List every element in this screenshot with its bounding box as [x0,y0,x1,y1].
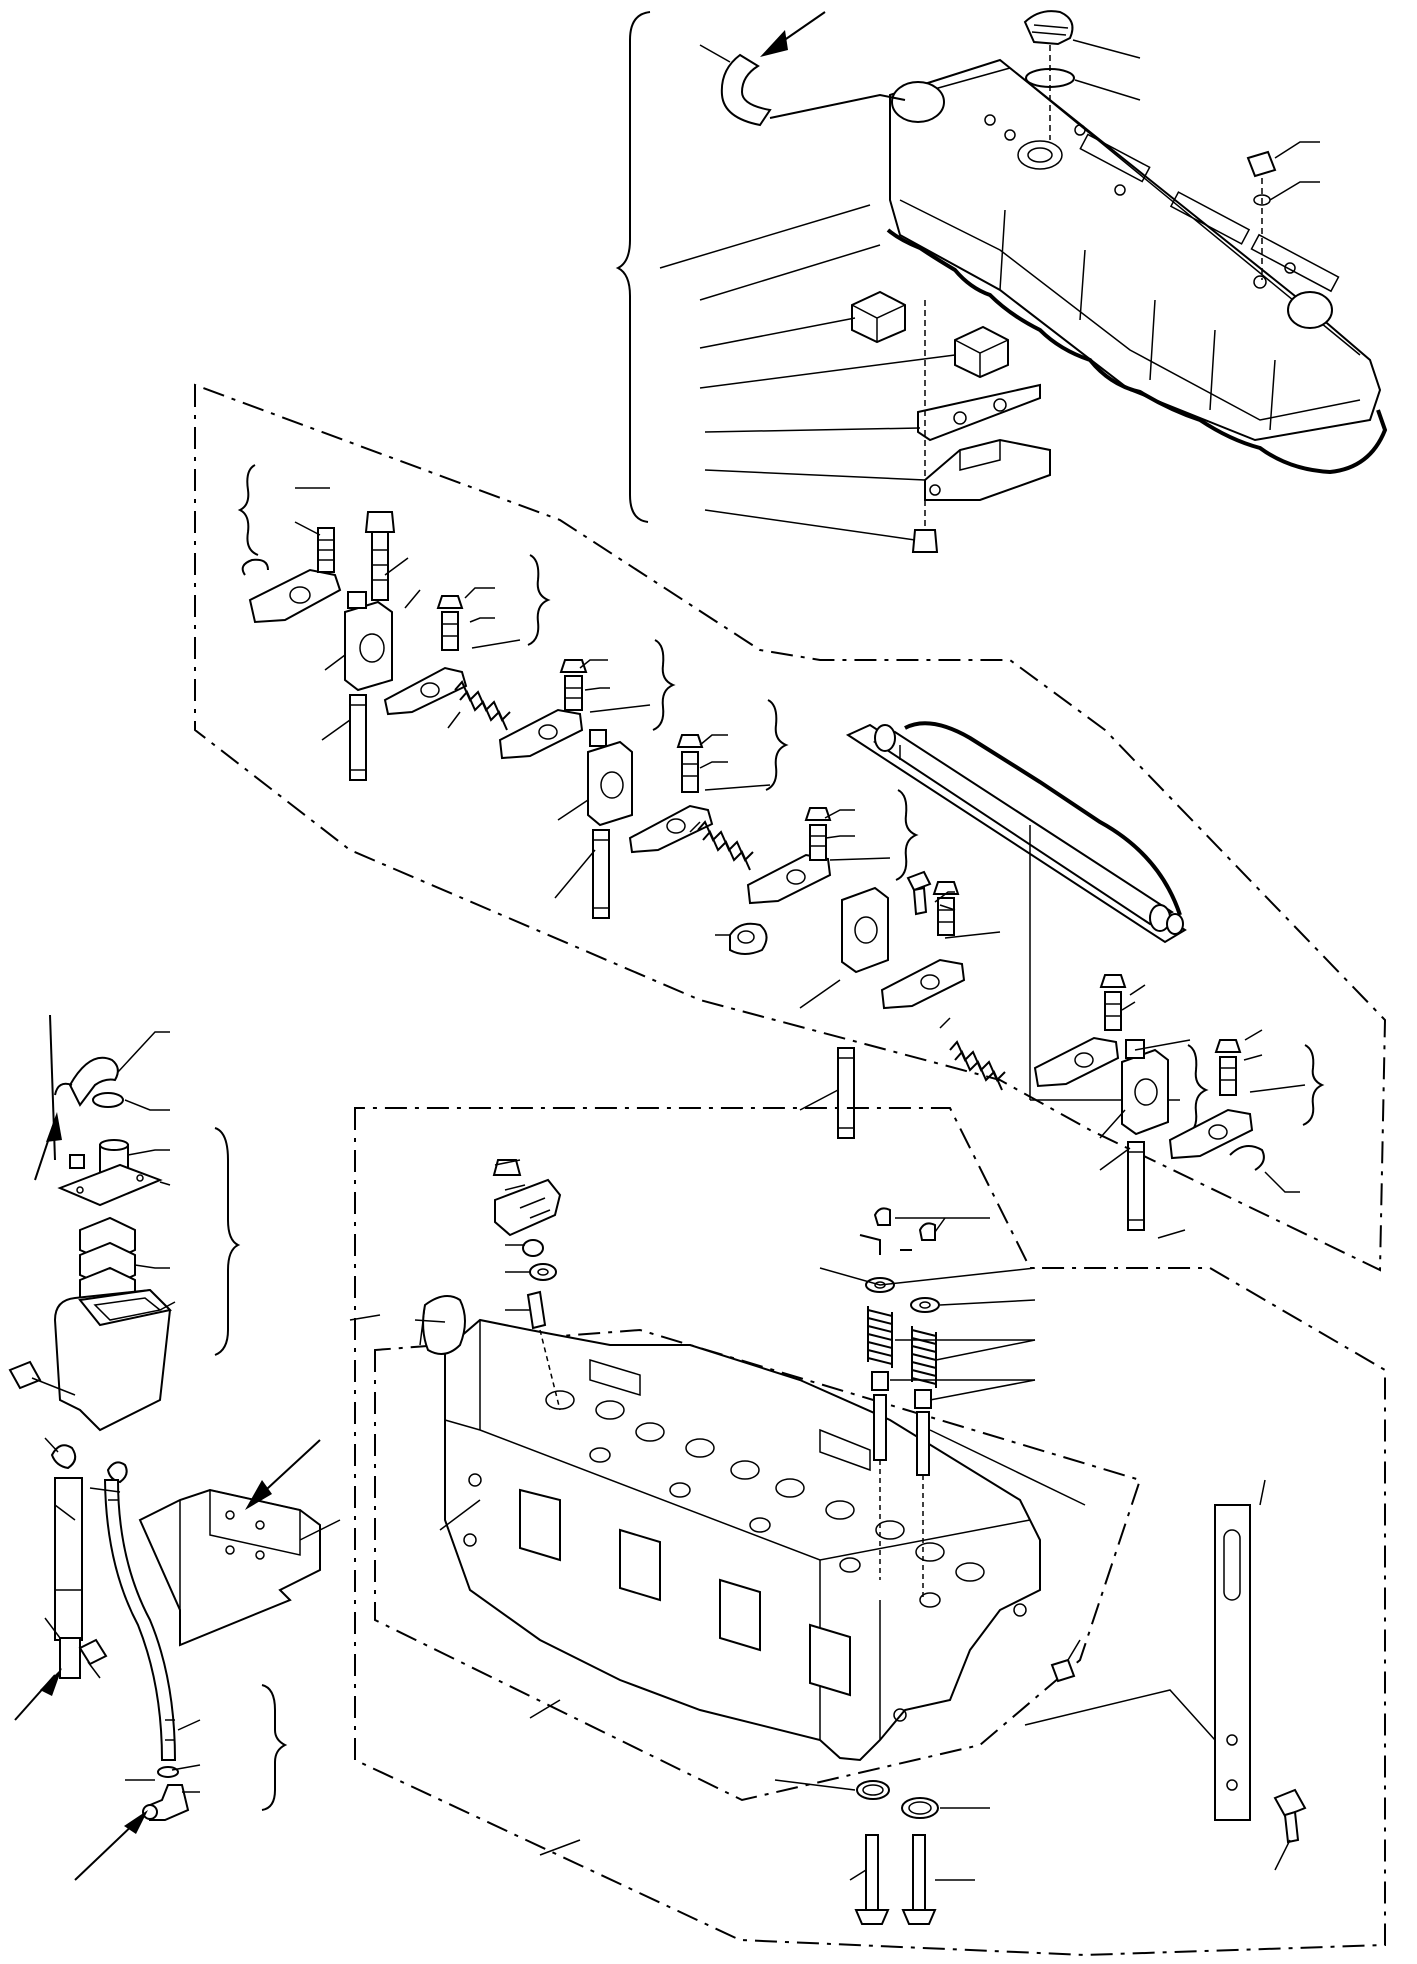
rocker-spring-1 [454,680,511,731]
rocker-spring-3 [949,1040,1006,1091]
filler-cap-o-ring [1025,68,1075,88]
rocker-support-2 [587,729,633,827]
shaft-end-cap [729,922,768,955]
push-rod-stud-3 [837,1047,855,1139]
breather-element-blocks [79,1216,136,1314]
breather-hose-top [720,53,906,127]
nozzle-washer-1 [522,1239,544,1257]
breather-tee [59,1637,108,1679]
rocker-adjust-screw-1 [317,527,335,573]
arrow-bracket [245,1439,321,1510]
breather-tube-straight [54,1477,83,1641]
push-rod-stud-1 [349,694,367,781]
nozzle-clamp-bracket [494,1178,562,1237]
breather-leader-lines [44,1031,341,1793]
rocker-braces [237,464,1325,1136]
cover-gasket [886,228,1388,475]
rocker-arm-5 [746,853,832,905]
breather-clamp-3 [106,1461,128,1484]
breather-clamp-1 [92,1092,124,1108]
rocker-arm-7 [1033,1036,1120,1088]
oil-filler-cap [1023,10,1074,140]
valve-seat-inserts [856,1780,939,1819]
breather-case [53,1288,173,1432]
arrow-elbow [74,1810,148,1881]
rocker-nut-2 [559,659,588,711]
breather-bolt [8,1360,76,1396]
push-rod-stud-4 [1127,1141,1145,1231]
rocker-nut-6 [1099,974,1127,1031]
rocker-bolt-long [364,511,396,601]
valve-stem-seals [871,1371,932,1409]
rocker-arm-2 [383,666,468,716]
breather-lower-brace [261,1684,288,1811]
rocker-nut-3 [676,734,704,793]
rocker-support-1 [344,591,393,692]
arrow-breather-top [34,1112,62,1181]
rocker-arm-6 [880,958,966,1010]
push-rod-stud-2 [592,829,610,919]
valve-guides [873,1394,930,1600]
rocker-assembly-outline [194,383,1387,1272]
valve-springs [867,1306,937,1388]
cover-group-brace [615,11,651,523]
lifting-bracket [1214,1504,1251,1821]
cover-mount-bolt [911,300,939,553]
cover-plug-bolt [1246,150,1277,280]
breather-tube-flex [103,1479,177,1761]
expansion-plug [419,1295,466,1355]
arrow-top-breather [760,11,826,57]
rocker-arm-8 [1168,1108,1254,1160]
breather-clamp-2 [50,1444,77,1470]
cylinder-head [444,1318,1041,1762]
cover-leader-lines [659,39,1320,541]
cover-seal-blocks [851,290,1009,379]
rocker-nut-1 [436,595,464,651]
rocker-nut-7 [1214,1039,1242,1096]
rocker-arm-1 [241,558,342,624]
rocker-leader-lines [294,487,1306,1239]
valves [854,1834,937,1925]
breather-clamp-4 [157,1766,179,1778]
rocker-arm-3 [498,708,584,760]
cover-bracket-plates [917,383,1051,501]
rocker-arm-4 [628,804,714,854]
breather-elbow-fitting [142,1784,190,1821]
breather-brace [214,1127,241,1356]
rocker-support-3 [841,886,889,974]
rocker-spring-2 [697,820,754,871]
rocker-nut-5 [932,881,960,936]
head-plug-bolt [1050,1658,1076,1683]
rocker-nut-4 [804,807,832,861]
arrow-breather-tee [14,1668,62,1721]
head-leader-lines [349,1159,1291,1881]
rocker-circlip-end [1229,1145,1265,1171]
lifting-bracket-bolt [1273,1788,1307,1844]
rocker-support-4 [1121,1039,1169,1136]
shaft-lock-screw [906,870,932,916]
cylinder-head-outline [354,1107,1386,1957]
rocker-shaft [845,721,1187,1101]
breather-bracket [138,1488,321,1647]
breather-valve-cap [57,1139,163,1207]
cylinder-head-cover [889,58,1382,442]
valve-cotters [859,1207,936,1255]
nozzle-washer-2 [529,1263,557,1281]
nozzle-stud [526,1290,561,1411]
